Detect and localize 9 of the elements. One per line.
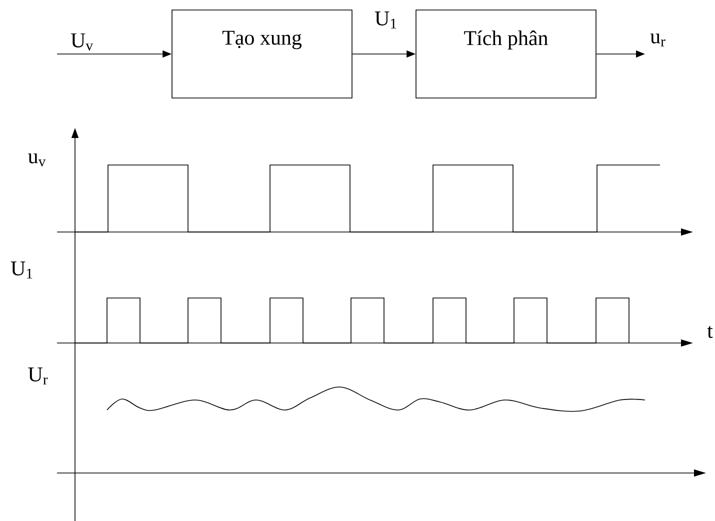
process-box: Tích phân [416,10,596,98]
edge-label: u$_{r}$ [650,34,666,46]
axis-label: u$_{v}$ [28,154,46,166]
axis-label: U$_{r}$ [28,368,48,384]
edge-label: U$_{1}$ [374,12,396,28]
process-box: Tạo xung [172,10,352,98]
axis-label: t [707,326,713,338]
axis-label: U$_{1}$ [10,262,32,278]
edge-label: U$_{v}$ [70,33,94,50]
